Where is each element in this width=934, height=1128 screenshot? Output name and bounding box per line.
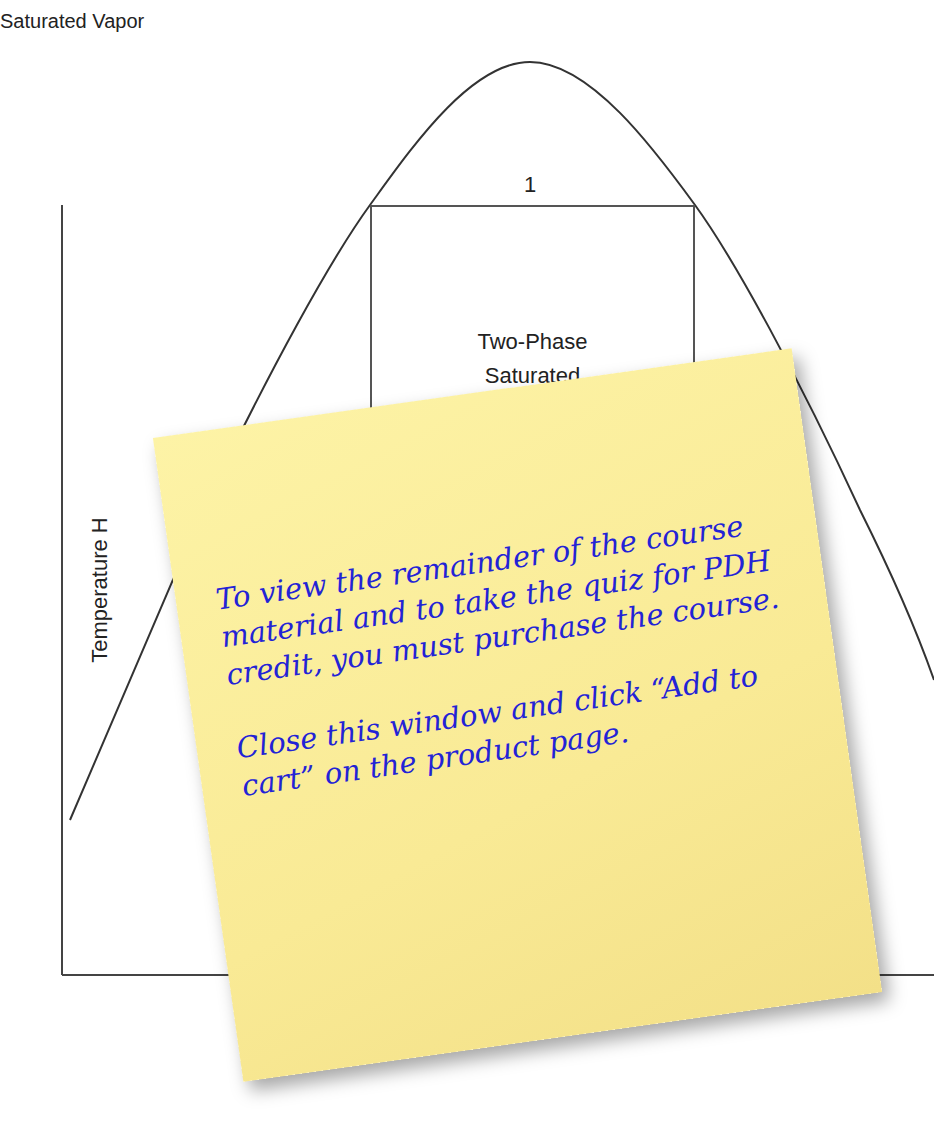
region-label: Saturated Vapor <box>0 10 144 33</box>
sticky-note: To view the remainder of the course mate… <box>153 348 882 1081</box>
axis-label: Temperature H <box>87 517 113 663</box>
y-axis <box>61 205 63 975</box>
callout-number: 1 <box>524 172 536 198</box>
